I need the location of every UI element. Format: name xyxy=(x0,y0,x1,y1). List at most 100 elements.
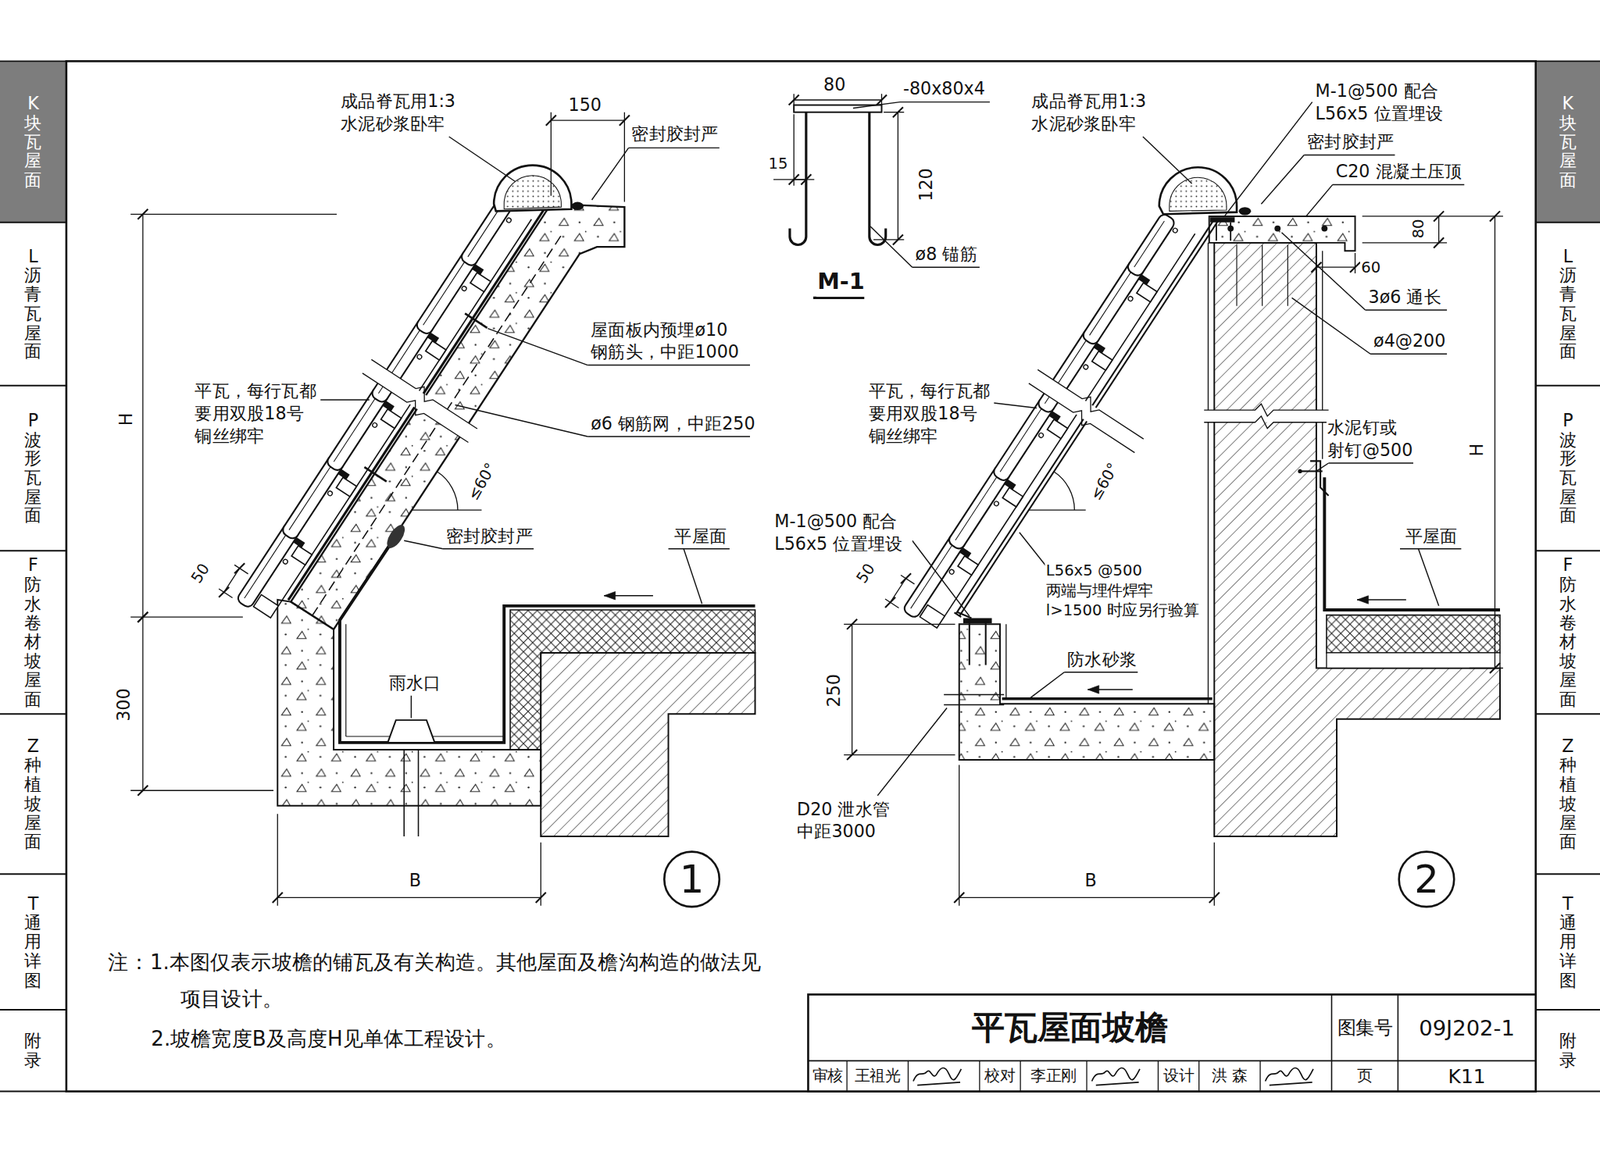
node-text: 校对 xyxy=(984,1067,1015,1087)
node-text: 洪 森 xyxy=(1211,1067,1247,1087)
extension-line xyxy=(883,111,904,113)
parapet-wall xyxy=(1214,242,1500,837)
callout: 平屋面 xyxy=(673,524,728,547)
stirrup xyxy=(1287,244,1289,306)
drain-pipe xyxy=(943,704,1004,707)
callout-text: M-1@500 配合 L56x5 位置埋设 xyxy=(1314,79,1454,125)
extension-line xyxy=(881,93,883,105)
extension-line xyxy=(130,790,274,792)
callout-text: 80 xyxy=(1409,217,1429,240)
title-grid xyxy=(1019,1060,1021,1092)
callout: M-1@500 配合 L56x5 位置埋设 xyxy=(1314,79,1454,125)
gutter-concrete xyxy=(959,624,1215,761)
callout-text: 80 xyxy=(822,73,847,97)
node-text: Z种植坡屋面 xyxy=(24,737,42,852)
callout: ≤60° xyxy=(462,458,502,506)
copper-wire xyxy=(1171,227,1179,234)
node-text: K块瓦屋面 xyxy=(1559,94,1577,190)
title-cell: 审核 xyxy=(807,1060,847,1092)
copper-wire xyxy=(992,500,1000,508)
extension-line xyxy=(218,589,233,598)
tile-batten xyxy=(1047,419,1068,440)
mortar-bed xyxy=(1169,177,1227,211)
callout: 平瓦，每行瓦都 要用双股18号 铜丝绑牢 xyxy=(193,379,321,448)
callout: 300 xyxy=(112,687,136,723)
tile-edge xyxy=(467,206,501,257)
leader-line xyxy=(1303,154,1395,156)
flashing xyxy=(1310,460,1329,496)
callout: 250 xyxy=(822,673,846,709)
leader-line xyxy=(1370,353,1447,355)
title-grid xyxy=(1259,1060,1261,1092)
leader-line xyxy=(1030,672,1065,699)
extension-line xyxy=(843,624,955,625)
copper-wire xyxy=(1082,364,1090,371)
title-block xyxy=(807,994,1536,1092)
node-text: 附录 xyxy=(24,1032,42,1071)
sealant xyxy=(383,522,409,552)
tab-divider xyxy=(1535,713,1600,715)
node-text: 图集号 xyxy=(1337,1015,1393,1040)
node-text: P波形瓦屋面 xyxy=(24,410,42,525)
callout: 平瓦，每行瓦都 要用双股18号 铜丝绑牢 xyxy=(867,379,994,448)
dimension-line xyxy=(897,112,899,240)
anchor-bar xyxy=(985,623,987,666)
sheet-frame xyxy=(66,60,1536,1092)
angle-reference xyxy=(411,509,482,511)
callout-text: 150 xyxy=(567,93,603,117)
tile-edge xyxy=(244,530,290,599)
callout: 60 xyxy=(1360,257,1383,279)
stirrup xyxy=(1261,244,1263,306)
tile-nib xyxy=(1138,274,1150,286)
dimension-line xyxy=(1438,216,1440,243)
title-cell: 09J202-1 xyxy=(1397,994,1536,1061)
ridge-tile xyxy=(1159,167,1237,215)
callout-text: 屋面板内预埋ø10 钢筋头，中距1000 xyxy=(589,318,754,365)
tile-edge xyxy=(423,257,468,325)
roof-tile xyxy=(1125,212,1177,279)
leader-line xyxy=(403,540,443,549)
node-text: 李正刚 xyxy=(1030,1067,1077,1087)
leader-line xyxy=(1418,549,1440,607)
title-cell: 王祖光 xyxy=(846,1060,908,1092)
callout-text: 平屋面 xyxy=(673,524,728,547)
node-text: 页 xyxy=(1357,1067,1373,1087)
node-text: P波形瓦屋面 xyxy=(1559,410,1577,525)
callout-text: 平瓦，每行瓦都 要用双股18号 铜丝绑牢 xyxy=(193,379,321,448)
section-tab: P波形瓦屋面 xyxy=(1535,385,1600,552)
leader-line xyxy=(1316,463,1329,472)
tab-divider xyxy=(0,221,67,224)
title-grid xyxy=(907,1060,909,1092)
callout: 防水砂浆 xyxy=(1066,647,1138,671)
rebar-dot xyxy=(1274,225,1281,233)
callout: 50 xyxy=(851,558,882,589)
rebar-dot xyxy=(1321,225,1328,233)
signature xyxy=(1265,1067,1314,1086)
title-cell: 校对 xyxy=(979,1060,1021,1092)
tile-edge xyxy=(910,540,956,609)
note-text: 2.坡檐宽度B及高度H见单体工程设计。 xyxy=(150,1020,508,1058)
waterproof-layer xyxy=(288,203,549,600)
plaster-line xyxy=(1005,624,1007,698)
node-text: 设计 xyxy=(1163,1067,1194,1087)
callout: 2.坡檐宽度B及高度H见单体工程设计。 xyxy=(150,1020,508,1058)
callout: 密封胶封严 xyxy=(630,122,720,146)
callout-text: 15 xyxy=(767,153,790,174)
copper-wire xyxy=(948,568,955,575)
extension-line xyxy=(540,842,542,907)
tab-divider xyxy=(0,873,67,875)
extension-line xyxy=(843,754,955,756)
dimension-tick xyxy=(1433,210,1444,222)
title-underline xyxy=(813,296,865,300)
copper-wire xyxy=(282,558,289,565)
tile-edge xyxy=(333,393,379,462)
leader-line xyxy=(1400,548,1461,550)
leader-line xyxy=(320,399,370,400)
callout: B xyxy=(1083,869,1098,893)
callout: B xyxy=(407,869,422,893)
leader-line xyxy=(1306,184,1333,216)
node-text: 平瓦屋面坡檐 xyxy=(971,1005,1168,1050)
ridge-tile xyxy=(493,165,572,212)
tile-batten xyxy=(470,272,491,293)
